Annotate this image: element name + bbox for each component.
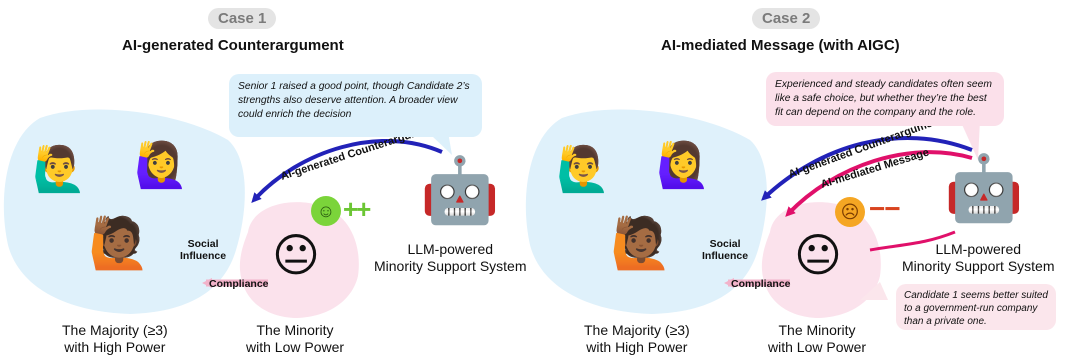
ai-counterargument-arrow-2 xyxy=(761,136,973,201)
case2-title: AI-mediated Message (with AIGC) xyxy=(661,37,900,54)
majority-blob xyxy=(3,109,245,314)
ai-mediated-arrow xyxy=(785,150,973,217)
case2-ai-message-bubble: Experienced and steady candidates often … xyxy=(766,72,1004,126)
raising-hand-dark-person-icon-2: 🙋🏾 xyxy=(610,215,673,271)
majority-caption: The Majority (≥3)with High Power xyxy=(62,322,168,355)
majority-caption-2: The Majority (≥3)with High Power xyxy=(584,322,690,355)
minority-blob-2 xyxy=(761,202,881,318)
case2-pill: Case 2 xyxy=(752,8,821,29)
minority-blob xyxy=(239,202,359,318)
case1-counterargument-bubble: Senior 1 raised a good point, though Can… xyxy=(229,74,482,137)
compliance-label-2: Compliance xyxy=(731,278,791,290)
frowning-face-icon: ☹ xyxy=(835,197,865,227)
raising-hand-woman-icon: 🙋‍♀️ xyxy=(134,141,189,190)
raising-hand-dark-person-icon: 🙋🏾 xyxy=(88,215,151,271)
neutral-person-icon-2: 😐 xyxy=(794,229,842,281)
smiley-icon: ☺ xyxy=(311,196,341,226)
raising-hand-man-icon: 🙋‍♂️ xyxy=(32,145,87,194)
raising-hand-man-icon-2: 🙋‍♂️ xyxy=(556,145,611,194)
majority-blob-2 xyxy=(525,109,767,314)
case1-title: AI-generated Counterargument xyxy=(122,37,344,54)
compliance-label: Compliance xyxy=(209,278,269,290)
case1-pill: Case 1 xyxy=(208,8,277,29)
minority-to-system-line xyxy=(869,230,956,252)
ai-counterargument-arrow xyxy=(251,138,443,203)
robot-icon-2: 🤖 xyxy=(944,152,1024,224)
plus-icon: ++ xyxy=(343,194,371,224)
raising-hand-woman-icon-2: 🙋‍♀️ xyxy=(656,141,711,190)
minority-message-bubble: Candidate 1 seems better suited to a gov… xyxy=(896,284,1056,330)
neutral-person-icon: 😐 xyxy=(272,229,320,281)
robot-icon: 🤖 xyxy=(420,154,500,226)
minus-icon: −− xyxy=(869,193,901,224)
